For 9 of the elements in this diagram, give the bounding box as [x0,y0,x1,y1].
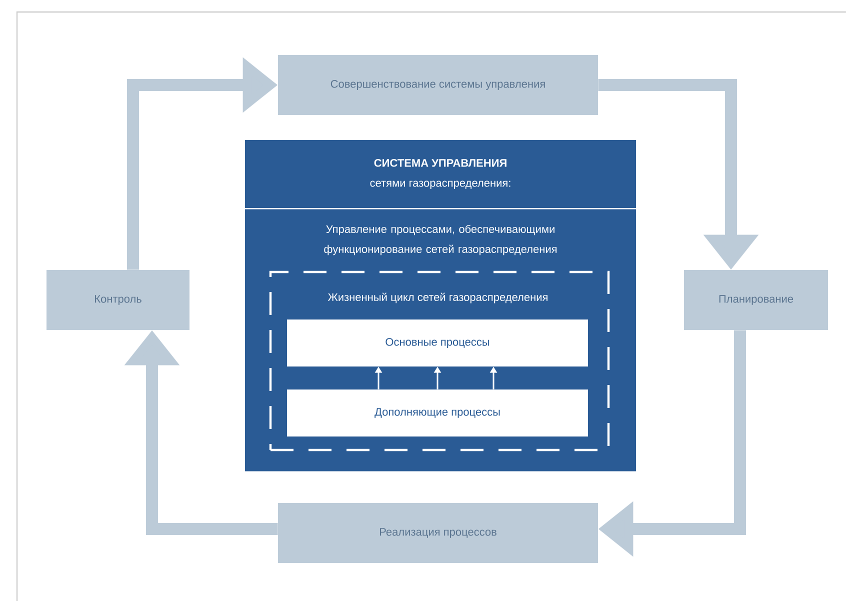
header-band: СИСТЕМА УПРАВЛЕНИЯ сетями газораспределения: [245,140,636,208]
process-box: Контроль [46,270,190,330]
process-box: Планирование [684,270,828,330]
process-box: Совершенствование системы управления [278,55,598,115]
process-box: Реализация процессов [278,503,598,563]
frame-heading: Жизненный цикл сетей газораспределения [328,292,548,304]
process-box: Дополняющие процессы [287,390,588,436]
process-box: Основные процессы [287,320,588,366]
panel-heading: Управление процессами, обеспечивающими функционирование сетей газораспределения [324,224,557,256]
